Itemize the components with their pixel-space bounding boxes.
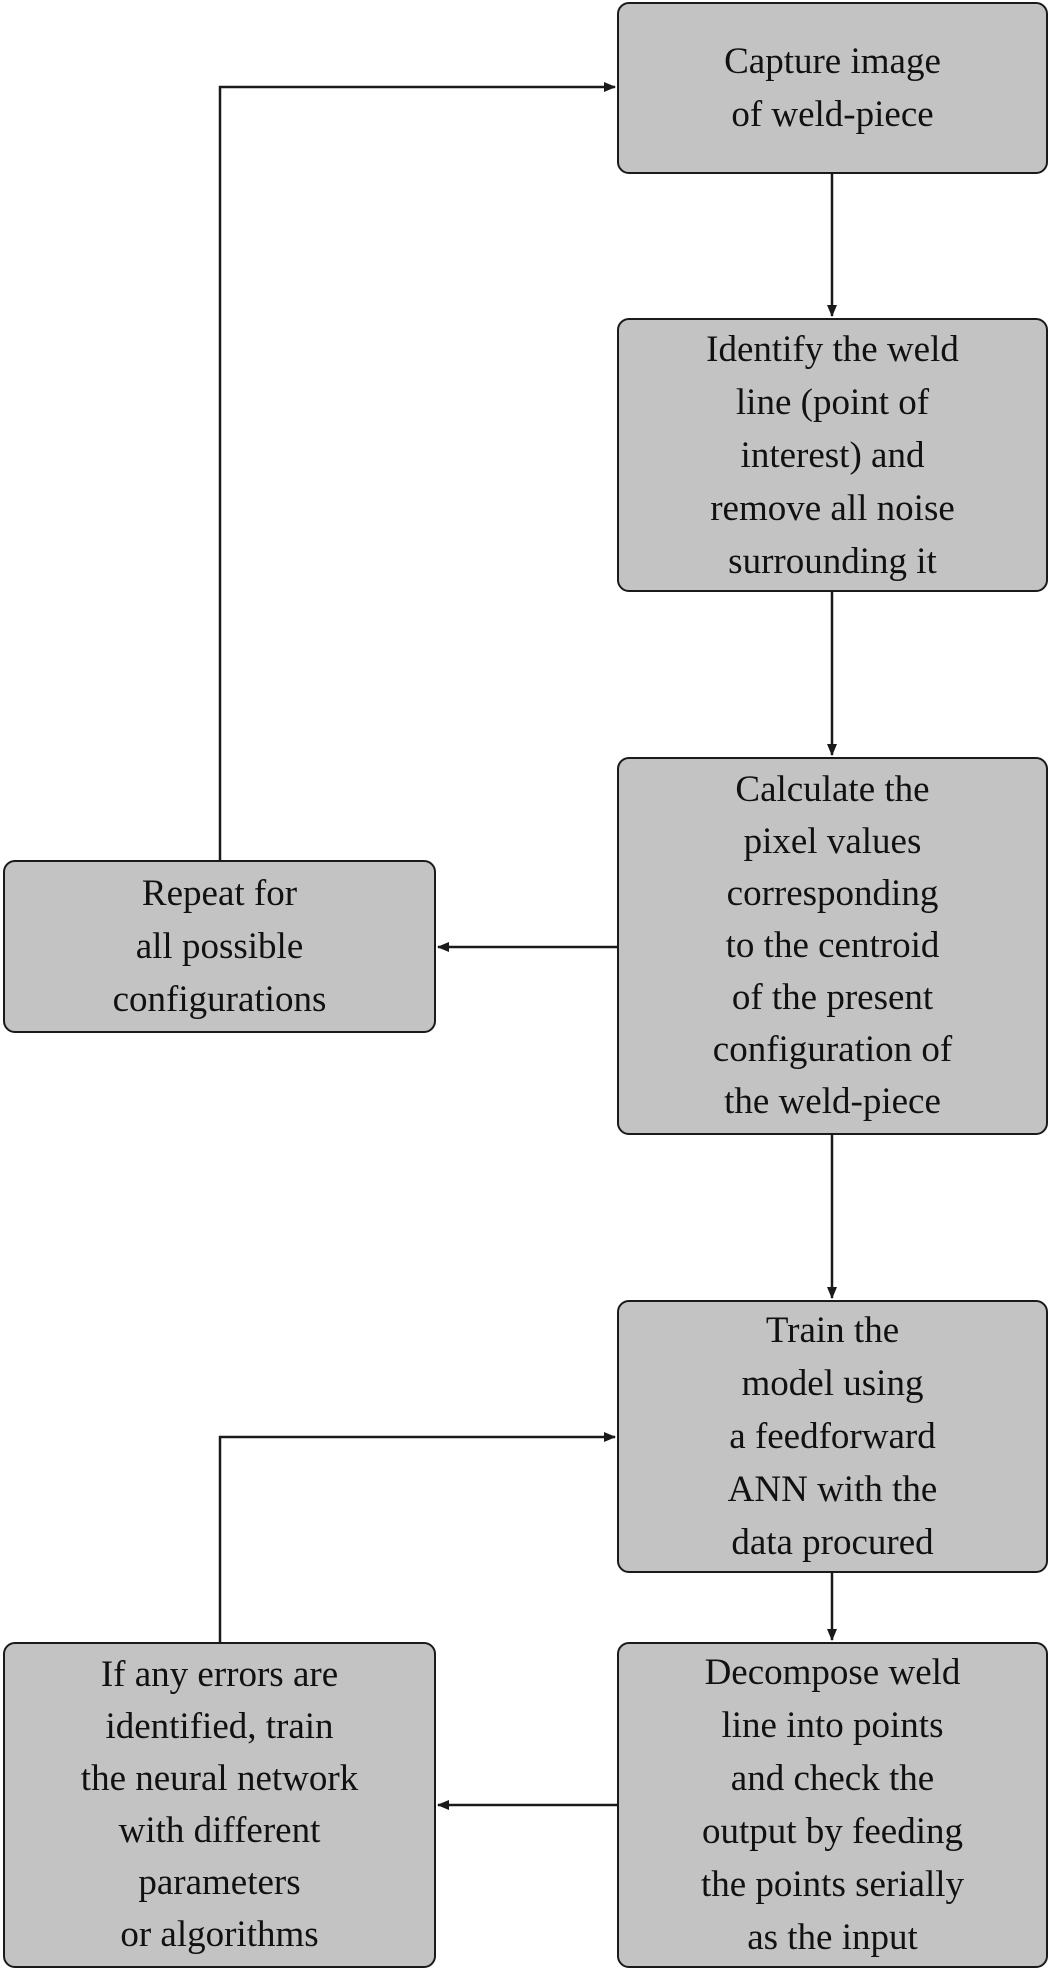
node-capture-image-label: Capture image of weld-piece (724, 41, 941, 135)
node-train-model-label: Train the model using a feedforward ANN … (727, 1310, 938, 1563)
node-capture-image: Capture image of weld-piece (617, 2, 1048, 174)
node-retrain-on-errors: If any errors are identified, train the … (3, 1642, 436, 1968)
node-repeat-configurations: Repeat for all possible configurations (3, 860, 436, 1033)
node-calculate-pixel-values-label: Calculate the pixel values corresponding… (712, 769, 953, 1122)
node-decompose-weld-line-label: Decompose weld line into points and chec… (700, 1652, 965, 1958)
node-identify-weld-line: Identify the weld line (point of interes… (617, 318, 1048, 592)
node-decompose-weld-line: Decompose weld line into points and chec… (617, 1642, 1048, 1968)
node-repeat-configurations-label: Repeat for all possible configurations (112, 873, 327, 1020)
node-train-model: Train the model using a feedforward ANN … (617, 1300, 1048, 1573)
node-retrain-on-errors-label: If any errors are identified, train the … (80, 1654, 359, 1955)
node-calculate-pixel-values: Calculate the pixel values corresponding… (617, 757, 1048, 1135)
arrow-repeat-to-capture (218, 82, 616, 860)
arrow-errors-to-train (218, 1432, 616, 1642)
node-identify-weld-line-label: Identify the weld line (point of interes… (706, 328, 959, 582)
